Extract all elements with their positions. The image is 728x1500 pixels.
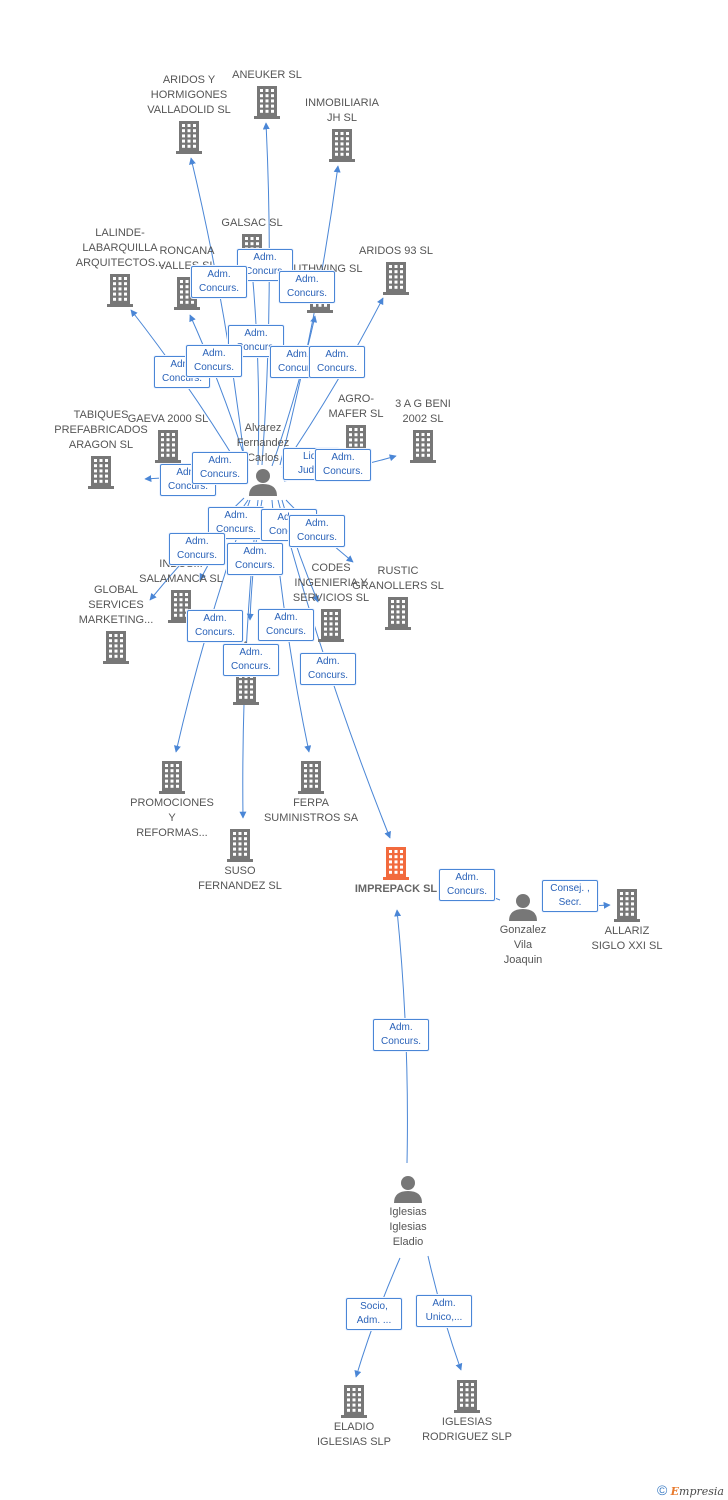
node-label: TABIQUES PREFABRICADOS ARAGON SL [54,409,148,451]
company-node-aneuker[interactable]: ANEUKER SL [202,68,332,119]
building-icon [202,85,332,119]
node-label: GALSAC SL [221,217,283,229]
node-label: LALINDE- LABARQUILLA ARQUITECTOS... [75,227,165,269]
building-icon [562,888,692,922]
company-node-promociones[interactable]: PROMOCIONES Y REFORMAS... [107,760,237,841]
company-node-rustic[interactable]: RUSTIC GRANOLLERS SL [333,564,463,630]
person-icon [343,1175,473,1203]
building-icon [55,273,185,307]
edge-alvarez-to-aridos93 [281,297,384,469]
node-label: SUSO FERNANDEZ SL [198,865,282,892]
node-label: PROMOCIONES Y REFORMAS... [130,797,214,839]
relation-label[interactable]: Consej. , Secr. [542,880,598,912]
node-label: IGLESIAS RODRIGUEZ SLP [422,1416,512,1443]
relation-label[interactable]: Adm. Concurs. [289,515,345,547]
node-label: ARIDOS Y HORMIGONES VALLADOLID SL [147,74,231,116]
relation-label[interactable]: Adm. Concurs. [169,533,225,565]
building-icon [246,760,376,794]
relation-label[interactable]: Adm. Concurs. [237,249,293,281]
building-icon [181,671,311,705]
building-icon [277,128,407,162]
building-icon [175,828,305,862]
company-node-eladio_slp[interactable]: ELADIO IGLESIAS SLP [289,1384,419,1450]
node-label: Gonzalez Vila Joaquin [499,924,547,966]
building-icon [107,760,237,794]
relation-label[interactable]: Adm. Concurs. [309,346,365,378]
relation-label[interactable]: Adm. Concurs. [258,609,314,641]
node-label: RUSTIC GRANOLLERS SL [352,565,444,592]
node-label: ARIDOS 93 SL [359,245,433,257]
node-label: ALLARIZ SIGLO XXI SL [591,925,663,952]
person-node-alvarez[interactable]: Alvarez Fernandez Carlos [198,421,328,496]
building-icon [51,630,181,664]
person-icon [458,893,588,921]
node-label: CODES INGENIERIA Y SERVICIOS SL [292,562,370,604]
building-icon [358,429,488,463]
node-label: INMOBILIARIA JH SL [305,97,379,124]
company-node-aridos93[interactable]: ARIDOS 93 SL [331,244,461,295]
company-node-imprepack[interactable]: IMPREPACK SL [331,846,461,897]
building-icon [266,608,396,642]
person-icon [198,468,328,496]
company-node-global_services[interactable]: GLOBAL SERVICES MARKETING... [51,583,181,664]
edge-alvarez-to-galsac [249,269,260,466]
person-node-gonzalez[interactable]: Gonzalez Vila Joaquin [458,893,588,968]
node-label: 3 A G BENI 2002 SL [395,398,451,425]
company-node-suso[interactable]: SUSO FERNANDEZ SL [175,828,305,894]
relation-label[interactable]: Adm. Concurs. [439,869,495,901]
relation-label[interactable]: Adm. Concurs. [315,449,371,481]
building-icon [333,596,463,630]
node-label: Alvarez Fernandez Carlos [236,422,290,464]
relation-label[interactable]: Socio, Adm. ... [346,1298,402,1330]
node-label: IMPREPACK SL [354,883,438,895]
company-node-aridos_y_hormigones[interactable]: ARIDOS Y HORMIGONES VALLADOLID SL [124,73,254,154]
relation-label[interactable]: Adm. Concurs. [223,644,279,676]
building-icon [331,846,461,880]
relation-label[interactable]: Adm. Concurs. [227,543,283,575]
node-label: Iglesias Iglesias Eladio [389,1206,427,1248]
relation-label[interactable]: Adm. Unico,... [416,1295,472,1327]
footer-brand[interactable]: © Empresia [657,1482,724,1498]
company-node-allariz[interactable]: ALLARIZ SIGLO XXI SL [562,888,692,954]
company-node-tabiques[interactable]: TABIQUES PREFABRICADOS ARAGON SL [36,408,166,489]
building-icon [124,120,254,154]
node-label: GAEVA 2000 SL [127,413,209,425]
building-icon [289,1384,419,1418]
edge-alvarez-to-aneuker [261,122,270,466]
relation-label[interactable]: Adm. Concurs. [373,1019,429,1051]
company-node-codes[interactable]: CODES INGENIERIA Y SERVICIOS SL [266,561,396,642]
company-node-3agbeni[interactable]: 3 A G BENI 2002 SL [358,397,488,463]
edge-alvarez-to-roncana [189,314,249,469]
relation-label[interactable]: Adm. Concurs. [270,346,326,378]
copyright-symbol: © [656,1482,668,1498]
company-node-lalinde[interactable]: LALINDE- LABARQUILLA ARQUITECTOS... [55,226,185,307]
building-icon [402,1379,532,1413]
node-label: GLOBAL SERVICES MARKETING... [78,584,154,626]
node-label: AGRO- MAFER SL [328,393,384,420]
relation-label[interactable]: Adm. Concurs. [186,345,242,377]
building-icon [116,589,246,623]
brand-logo: Empresia [670,1485,724,1498]
relation-label[interactable]: Adm. Concurs. [279,271,335,303]
relation-label[interactable]: Adm. Concurs. [187,610,243,642]
relation-label[interactable]: Adm. Concurs. [191,266,247,298]
node-label: FERPA SUMINISTROS SA [263,797,359,824]
person-node-iglesias_eladio[interactable]: Iglesias Iglesias Eladio [343,1175,473,1250]
building-icon [36,455,166,489]
edge-alvarez-to-aridos_y_hormigones [189,157,246,466]
company-node-ferpa[interactable]: FERPA SUMINISTROS SA [246,760,376,826]
building-icon [103,429,233,463]
company-node-iglesias_rodriguez[interactable]: IGLESIAS RODRIGUEZ SLP [402,1379,532,1445]
node-label: ANEUKER SL [232,69,302,81]
company-node-gaeva[interactable]: GAEVA 2000 SL [103,412,233,463]
node-label: ELADIO IGLESIAS SLP [317,1421,391,1448]
company-node-inmobiliaria_jh[interactable]: INMOBILIARIA JH SL [277,96,407,162]
relation-label[interactable]: Adm. Concurs. [192,452,248,484]
edge-alvarez-to-southwing [271,315,318,467]
relation-label[interactable]: Adm. Concurs. [300,653,356,685]
building-icon [331,261,461,295]
